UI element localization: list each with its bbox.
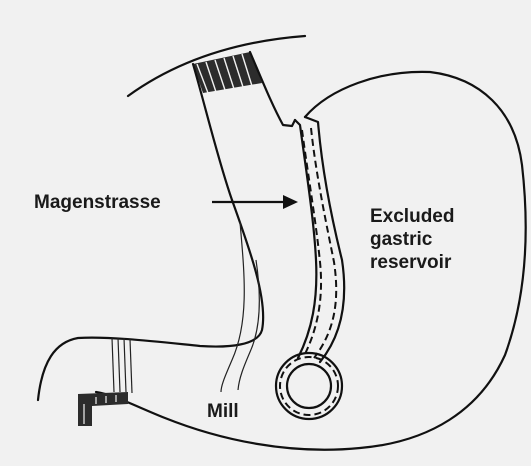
label-reservoir: reservoir: [370, 252, 452, 273]
label-gastric: gastric: [370, 229, 433, 250]
label-mill: Mill: [207, 401, 239, 422]
label-excluded: Excluded: [370, 206, 454, 227]
label-magenstrasse: Magenstrasse: [34, 192, 161, 213]
